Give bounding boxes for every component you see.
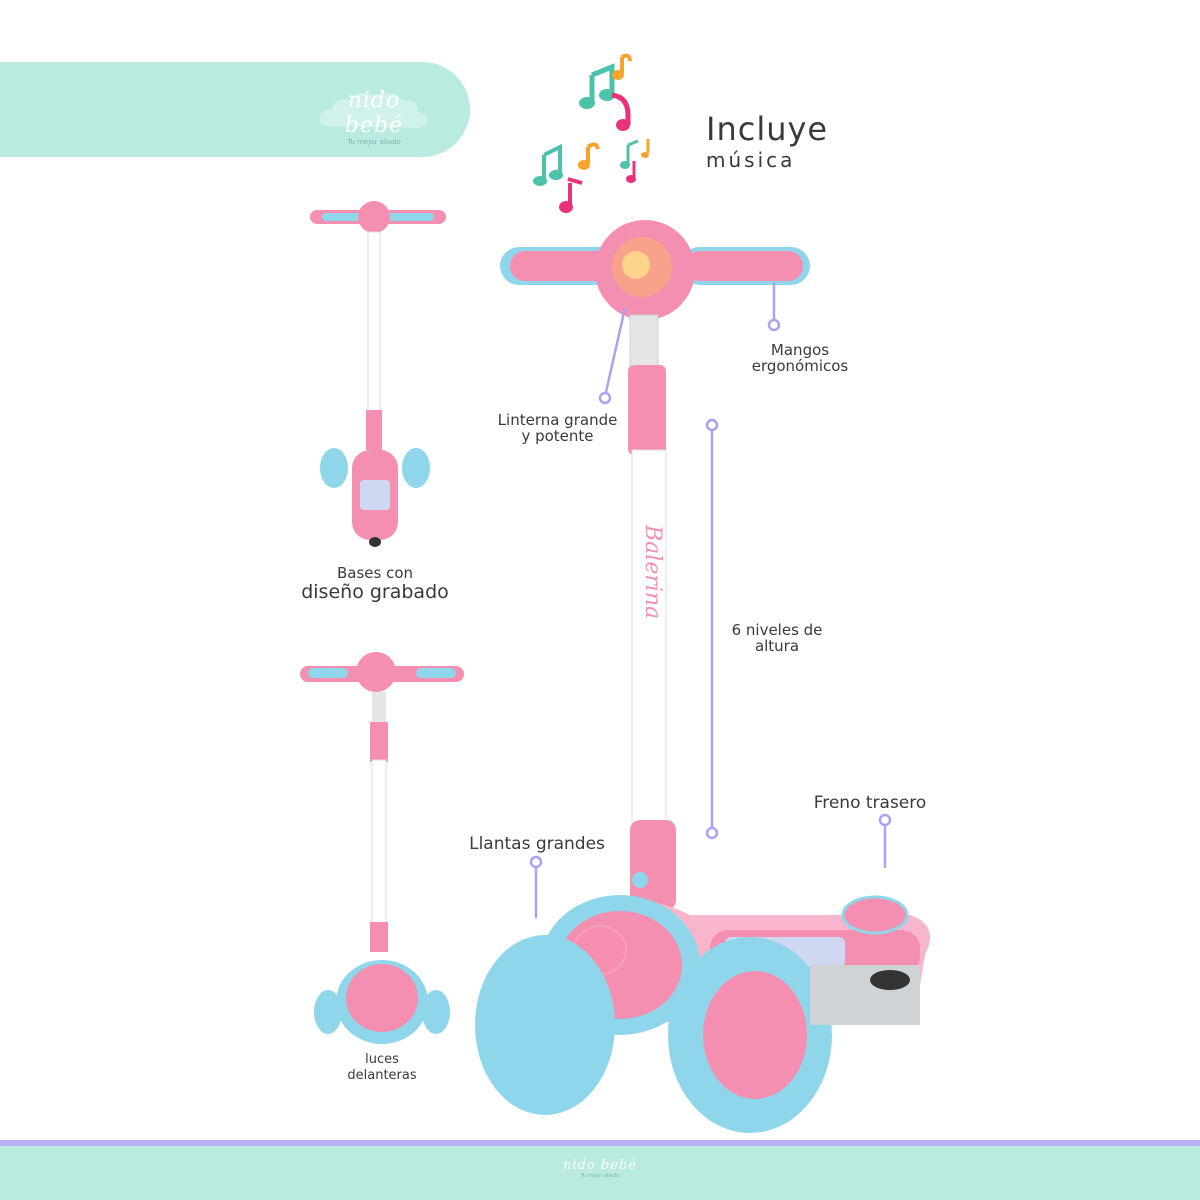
callout-linterna-line1: Linterna grande (497, 411, 618, 429)
note-teal-right (620, 139, 639, 169)
logo-tagline: Tu mejor aliado (347, 138, 401, 146)
stem-lower (631, 449, 667, 831)
rear-view-scooter-image (310, 201, 446, 547)
height-adjust-collar (628, 365, 666, 455)
footer-band (0, 1146, 1200, 1200)
right-handle (685, 251, 803, 281)
note-pink-mid (611, 92, 631, 131)
linterna-connector-line (604, 307, 627, 393)
stem-decal: Balerina (640, 524, 665, 619)
freno-connector-dot (878, 813, 892, 827)
main-scooter-image: Balerina (475, 220, 930, 1133)
flashlight-core (622, 251, 650, 279)
callout-bases: Bases con diseño grabado (275, 565, 475, 603)
callout-bases-line1: Bases con (336, 564, 414, 582)
callout-niveles: 6 niveles de altura (712, 622, 842, 654)
release-button (632, 872, 648, 888)
callout-niveles-line2: altura (754, 637, 800, 655)
rear-view-deck-graphic (360, 480, 390, 510)
footer-divider (0, 1140, 1200, 1146)
callout-mangos: Mangos ergonómicos (720, 342, 880, 374)
front-view-scooter-image (300, 652, 464, 1044)
callout-llantas: Llantas grandes (469, 834, 605, 854)
callout-linterna: Linterna grande y potente (470, 412, 645, 444)
niveles-connector-dot-top (705, 418, 719, 432)
callout-bases-line2: diseño grabado (301, 581, 449, 603)
callout-luces-line2: delanteras (347, 1068, 417, 1083)
footer-logo: nido bebé Tu mejor aliado (560, 1158, 640, 1188)
mangos-connector-dot (767, 318, 781, 332)
rear-view-right-wheel (402, 448, 430, 488)
front-view-left-grip (308, 668, 348, 678)
rear-view-left-wheel (320, 448, 348, 488)
callout-linterna-line2: y potente (521, 427, 594, 445)
headline-line2: música (706, 148, 796, 172)
rear-view-rear-wheel (369, 537, 381, 547)
note-teal-left (533, 143, 563, 186)
rear-wheel (870, 970, 910, 990)
rear-view-collar (366, 410, 382, 450)
callout-niveles-line1: 6 niveles de (731, 621, 823, 639)
front-view-cover (346, 964, 418, 1032)
note-pink-bottom (559, 177, 583, 213)
note-orange-right (641, 139, 650, 158)
header-band (0, 62, 470, 157)
rear-brake (841, 895, 909, 935)
front-view-stem-base (370, 922, 388, 952)
note-teal-large (579, 63, 615, 109)
front-view-left-wheel (314, 990, 342, 1034)
linterna-connector-dot (598, 391, 612, 405)
note-orange-top (612, 53, 632, 80)
front-view-right-wheel (422, 990, 450, 1034)
footer-logo-wordmark: nido bebé (563, 1158, 637, 1173)
music-notes-icon (533, 53, 650, 213)
rear-view-hub (358, 201, 390, 233)
front-view-collar (370, 722, 388, 762)
callout-freno: Freno trasero (813, 793, 927, 813)
front-view-right-grip (416, 668, 456, 678)
callout-luces: luces delanteras (322, 1052, 442, 1084)
cloud-icon (319, 92, 427, 128)
headline-line1: Incluye (706, 110, 829, 148)
callout-mangos-line2: ergonómicos (751, 357, 849, 375)
front-left-wheel (475, 935, 615, 1115)
footer-logo-tagline: Tu mejor aliado (580, 1173, 620, 1179)
logo-wordmark: nido bebé (344, 88, 404, 138)
front-view-hub (356, 652, 396, 692)
note-orange-mid (578, 142, 600, 170)
callout-luces-line1: luces (365, 1052, 399, 1067)
llantas-connector-dot (529, 855, 543, 869)
callout-mangos-line1: Mangos (770, 341, 830, 359)
wheel-hub (703, 971, 807, 1099)
niveles-connector-dot-bottom (705, 826, 719, 840)
note-pink-right (626, 161, 636, 183)
brand-logo: nido bebé Tu mejor aliado (318, 82, 430, 146)
